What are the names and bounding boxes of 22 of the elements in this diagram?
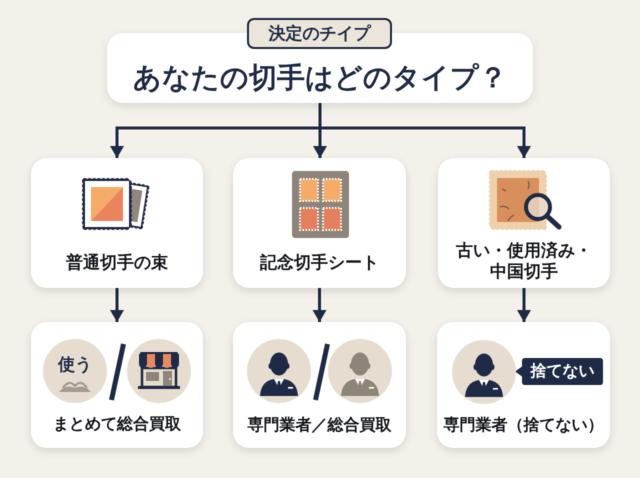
result-label: まとめて総合買取 (53, 414, 181, 434)
result-label: 専門業者（捨てない） (444, 414, 604, 436)
circle-label: 使う (58, 354, 92, 376)
category-card (438, 158, 610, 288)
arrow (312, 288, 326, 322)
tag-text: 決定のチイプ (268, 23, 370, 45)
category-label: 記念切手シート (260, 252, 379, 274)
arrow (110, 288, 124, 322)
result-card (31, 322, 203, 448)
result-card (437, 322, 610, 448)
category-card (31, 158, 203, 288)
title-tag (247, 18, 392, 49)
result-card (233, 322, 406, 448)
category-card (233, 158, 406, 288)
result-label: 専門業者／総合買取 (248, 414, 392, 436)
category-label: 古い・使用済み・中国切手 (455, 241, 593, 283)
title-text: あなたの切手はどのタイプ？ (133, 60, 507, 96)
speech-bubble (515, 358, 603, 385)
arrow (318, 103, 531, 158)
category-label: 普通切手の束 (66, 252, 168, 274)
arrow (517, 288, 531, 322)
bubble-text: 捨てない (530, 361, 594, 382)
